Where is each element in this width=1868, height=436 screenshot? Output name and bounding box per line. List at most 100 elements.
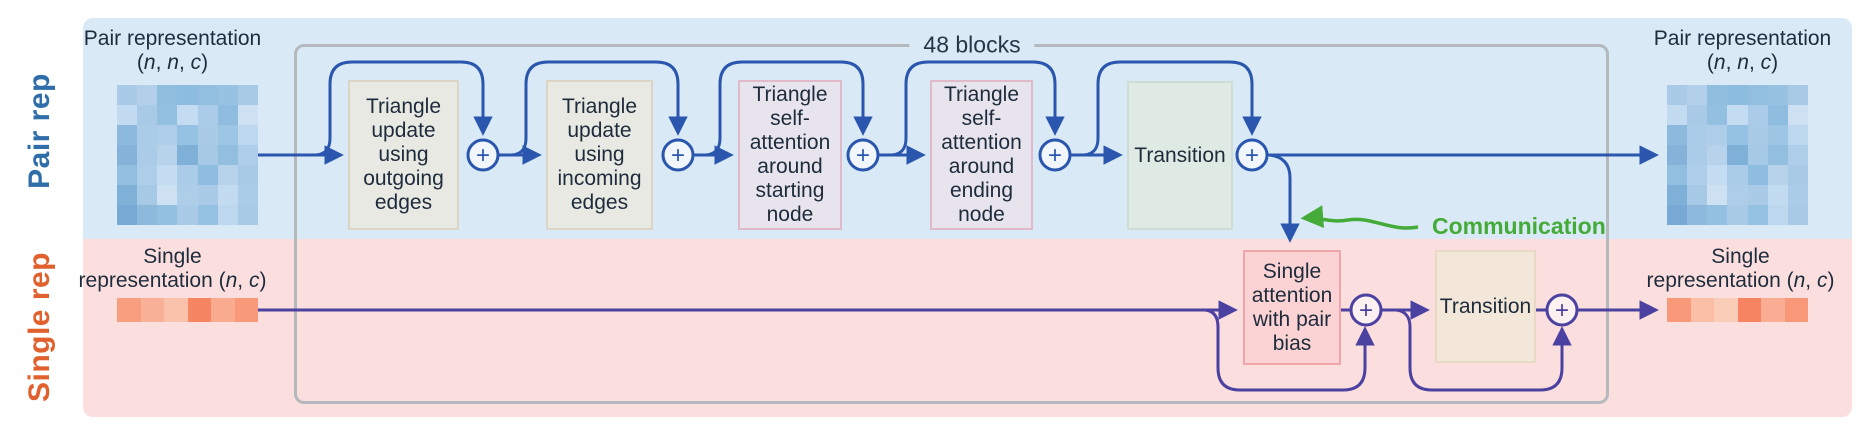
single-representation-shape: representation (n, c) — [78, 269, 267, 292]
heatmap-cell — [177, 105, 198, 125]
heatmap-cell — [1767, 205, 1788, 225]
heatmap-cell — [237, 105, 258, 125]
heatmap-cell — [157, 205, 178, 225]
strip-cell — [187, 298, 211, 322]
heatmap-cell — [177, 85, 198, 105]
heatmap-cell — [177, 185, 198, 205]
pair-representation-matrix-left — [117, 85, 258, 225]
strip-cell — [164, 298, 188, 322]
heatmap-cell — [1687, 85, 1708, 105]
heatmap-cell — [1667, 85, 1688, 105]
single-rep-lane-label: Single rep — [23, 251, 56, 403]
heatmap-cell — [1667, 185, 1688, 205]
heatmap-cell — [1767, 165, 1788, 185]
single-representation-label-left: Single representation (n, c) — [60, 245, 285, 293]
heatmap-cell — [1707, 145, 1728, 165]
heatmap-cell — [1767, 125, 1788, 145]
heatmap-cell — [177, 145, 198, 165]
single-representation-shape: representation (n, c) — [1646, 269, 1835, 292]
single-transition-box: Transition — [1435, 250, 1536, 363]
pair-representation-label-line1: Pair representation — [1653, 27, 1832, 50]
single-representation-label-line1: Single — [1711, 245, 1770, 268]
heatmap-cell — [1747, 85, 1768, 105]
strip-cell — [140, 298, 164, 322]
pair-transition-box: Transition — [1127, 81, 1233, 230]
heatmap-cell — [137, 145, 158, 165]
pair-representation-shape: (n, n, c) — [1706, 51, 1779, 74]
heatmap-cell — [117, 105, 138, 125]
heatmap-cell — [1727, 125, 1748, 145]
heatmap-cell — [117, 165, 138, 185]
heatmap-cell — [237, 85, 258, 105]
heatmap-cell — [1687, 105, 1708, 125]
pair-representation-label-line1: Pair representation — [83, 27, 262, 50]
heatmap-cell — [1787, 125, 1808, 145]
single-representation-strip-right — [1667, 298, 1808, 322]
heatmap-cell — [1727, 185, 1748, 205]
strip-cell — [1690, 298, 1714, 322]
heatmap-cell — [197, 205, 218, 225]
heatmap-cell — [177, 125, 198, 145]
heatmap-cell — [1747, 205, 1768, 225]
pair-representation-label-left: Pair representation (n, n, c) — [70, 27, 275, 75]
heatmap-cell — [1747, 125, 1768, 145]
heatmap-cell — [1727, 165, 1748, 185]
heatmap-cell — [1787, 85, 1808, 105]
heatmap-cell — [1687, 165, 1708, 185]
heatmap-cell — [1707, 125, 1728, 145]
single-representation-label-right: Single representation (n, c) — [1628, 245, 1853, 293]
heatmap-cell — [1687, 125, 1708, 145]
strip-cell — [1784, 298, 1808, 322]
heatmap-cell — [1667, 205, 1688, 225]
triangle-attention-starting-node-box: Triangle self- attention around starting… — [738, 80, 842, 230]
heatmap-cell — [1687, 205, 1708, 225]
single-attention-pair-bias-box: Single attention with pair bias — [1243, 250, 1341, 365]
heatmap-cell — [157, 165, 178, 185]
strip-cell — [211, 298, 235, 322]
strip-cell — [234, 298, 258, 322]
48-blocks-label: 48 blocks — [909, 30, 1035, 60]
heatmap-cell — [1727, 145, 1748, 165]
heatmap-cell — [217, 85, 238, 105]
heatmap-cell — [157, 105, 178, 125]
heatmap-cell — [217, 125, 238, 145]
heatmap-cell — [1787, 205, 1808, 225]
heatmap-cell — [197, 165, 218, 185]
heatmap-cell — [1787, 185, 1808, 205]
heatmap-cell — [237, 205, 258, 225]
heatmap-cell — [217, 205, 238, 225]
heatmap-cell — [1667, 105, 1688, 125]
heatmap-cell — [137, 85, 158, 105]
communication-label: Communication — [1432, 213, 1606, 239]
strip-cell — [1714, 298, 1738, 322]
heatmap-cell — [117, 145, 138, 165]
heatmap-cell — [1747, 185, 1768, 205]
heatmap-cell — [117, 185, 138, 205]
heatmap-cell — [1727, 85, 1748, 105]
pair-rep-lane-label: Pair rep — [23, 73, 56, 189]
heatmap-cell — [177, 205, 198, 225]
strip-cell — [1737, 298, 1761, 322]
heatmap-cell — [197, 145, 218, 165]
heatmap-cell — [117, 125, 138, 145]
heatmap-cell — [117, 205, 138, 225]
triangle-update-outgoing-box: Triangle update using outgoing edges — [348, 80, 459, 230]
single-representation-strip-left — [117, 298, 258, 322]
triangle-attention-ending-node-box: Triangle self- attention around ending n… — [930, 80, 1033, 230]
heatmap-cell — [1747, 165, 1768, 185]
heatmap-cell — [217, 145, 238, 165]
heatmap-cell — [1767, 85, 1788, 105]
strip-cell — [117, 298, 141, 322]
heatmap-cell — [1707, 85, 1728, 105]
heatmap-cell — [237, 125, 258, 145]
heatmap-cell — [157, 185, 178, 205]
single-representation-label-line1: Single — [143, 245, 202, 268]
heatmap-cell — [177, 165, 198, 185]
heatmap-cell — [1747, 105, 1768, 125]
heatmap-cell — [137, 205, 158, 225]
heatmap-cell — [1767, 145, 1788, 165]
heatmap-cell — [1687, 145, 1708, 165]
heatmap-cell — [1787, 145, 1808, 165]
pair-representation-label-right: Pair representation (n, n, c) — [1640, 27, 1845, 75]
heatmap-cell — [137, 165, 158, 185]
